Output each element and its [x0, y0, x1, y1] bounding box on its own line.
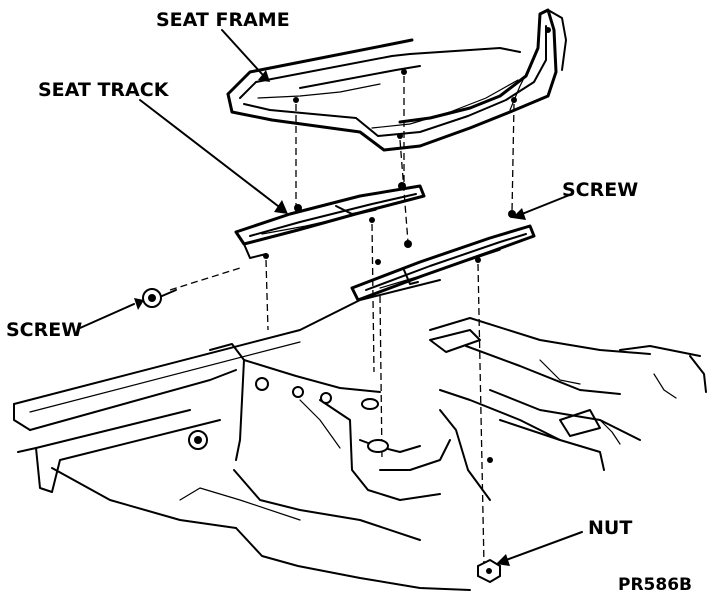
alignment-lines	[169, 76, 515, 566]
leader-arrows	[79, 29, 583, 566]
nut-label: NUT	[588, 517, 632, 539]
seat-frame	[226, 8, 567, 152]
seat-track-left	[234, 182, 426, 259]
floor-nut-hardware	[188, 430, 208, 450]
floor-pan	[13, 279, 707, 591]
screw-label-left: SCREW	[6, 319, 82, 341]
seat-track-label: SEAT TRACK	[38, 79, 170, 101]
left-screw-hardware	[142, 288, 177, 308]
figure-code: PR586B	[618, 575, 692, 595]
screw-label-right: SCREW	[562, 179, 638, 201]
seat-frame-label: SEAT FRAME	[156, 9, 290, 31]
seat-track-right	[350, 210, 536, 302]
nut-hardware	[477, 558, 501, 584]
